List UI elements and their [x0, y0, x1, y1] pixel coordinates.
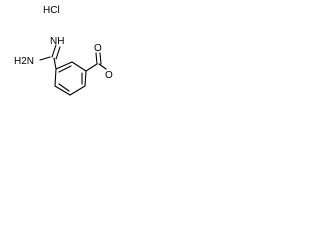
ester-single-bond: [98, 63, 107, 70]
amine-label: H2N: [14, 56, 34, 67]
carbonyl-double-bond-a: [95, 52, 98, 65]
amidine-ring-bond: [53, 57, 57, 70]
carbonyl-oxygen-label: O: [94, 43, 102, 54]
amidine-cn-single-bond: [39, 56, 51, 61]
amidine-cn-double-bond-b: [55, 46, 61, 60]
salt-label: HCl: [43, 5, 60, 16]
amidine-cn-double-bond-a: [51, 44, 57, 58]
chemical-structure-diagram: HCl NH H2N O O: [14, 5, 113, 96]
carbonyl-double-bond-b: [99, 52, 102, 65]
imine-label: NH: [50, 36, 64, 47]
benzene-ring: [54, 61, 87, 96]
ester-oxygen-label: O: [105, 70, 113, 81]
ring-carbonyl-bond: [85, 63, 98, 72]
